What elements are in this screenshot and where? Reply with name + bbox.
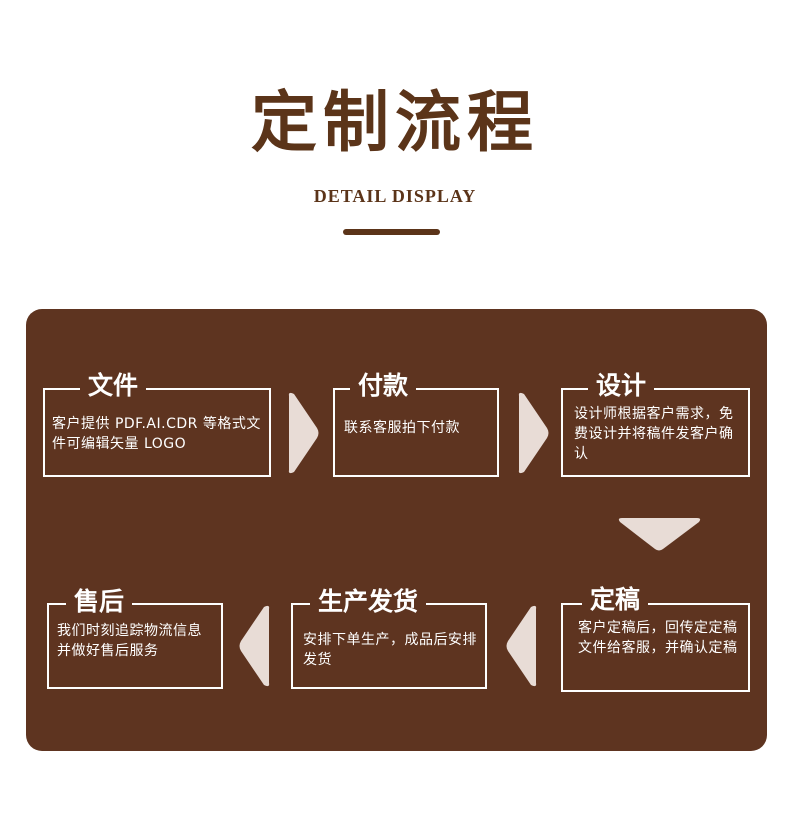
step-payment-title: 付款 <box>350 371 417 401</box>
step-finalize-desc: 客户定稿后，回传定定稿文件给客服，并确认定稿 <box>578 620 738 656</box>
step-design-title: 设计 <box>588 371 655 401</box>
step-aftersales-title: 售后 <box>66 587 133 617</box>
title-underline <box>343 229 440 235</box>
step-design-desc: 设计师根据客户需求，免费设计并将稿件发客户确认 <box>574 406 734 462</box>
step-file-box <box>43 388 271 477</box>
arrow-left-icon <box>239 605 270 687</box>
arrow-left-icon <box>506 605 537 687</box>
step-finalize-title: 定稿 <box>582 585 649 615</box>
step-finalize-box <box>561 603 750 692</box>
step-file-title: 文件 <box>80 371 147 401</box>
step-design-box <box>561 388 750 477</box>
step-aftersales-box <box>47 603 223 689</box>
step-file-desc: 客户提供 PDF.AI.CDR 等格式文件可编辑矢量 LOGO <box>52 416 261 452</box>
arrow-down-icon <box>618 518 701 551</box>
step-aftersales-desc: 我们时刻追踪物流信息并做好售后服务 <box>57 623 202 659</box>
page-subtitle: DETAIL DISPLAY <box>313 186 477 206</box>
step-production-desc: 安排下单生产，成品后安排发货 <box>303 632 477 668</box>
arrow-right-icon <box>288 392 319 474</box>
step-production-title: 生产发货 <box>310 587 427 617</box>
page-title: 定制流程 <box>251 83 539 161</box>
arrow-right-icon <box>518 392 549 474</box>
step-payment-desc: 联系客服拍下付款 <box>344 420 460 436</box>
